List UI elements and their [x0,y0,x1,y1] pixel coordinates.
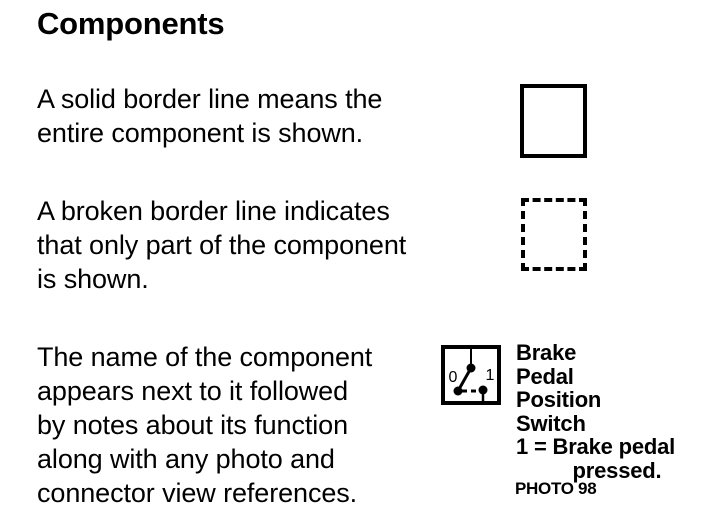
paragraph-line: by notes about its function [37,410,349,440]
paragraph-line: is shown. [37,264,149,294]
component-note-line: 1 = Brake pedal [516,434,676,459]
paragraph-line: that only part of the component [37,230,407,260]
paragraph-line: along with any photo and [37,444,335,474]
switch-schematic-svg: 0 1 [441,345,501,405]
paragraph-line: entire component is shown. [37,118,364,148]
paragraph-line: A broken border line indicates [37,196,390,226]
photo-reference: PHOTO 98 [515,479,597,498]
component-name-line: Brake [516,340,577,365]
paragraph-line: appears next to it followed [37,376,348,406]
switch-state-label-1: 1 [486,367,495,384]
paragraph-line: A solid border line means the [37,84,383,114]
page-title: Components [37,6,225,41]
paragraph-broken-border: A broken border line indicates that only… [37,194,477,296]
component-caption-block: Brake Pedal Position Switch 1 = Brake pe… [516,341,702,482]
switch-lower-node [453,386,463,396]
paragraph-line: connector view references. [37,478,358,508]
broken-border-box-sample [521,198,587,271]
component-name-line: Switch [516,410,586,436]
component-name-line: Position [516,387,602,412]
paragraph-component-name: The name of the component appears next t… [37,340,447,510]
component-name-line: Pedal [516,363,574,389]
paragraph-solid-border: A solid border line means the entire com… [37,82,467,150]
component-note-line: pressed. [572,457,662,483]
brake-pedal-switch-symbol: 0 1 [441,345,501,405]
switch-state-label-0: 0 [449,369,458,386]
solid-border-box-sample [520,84,587,158]
paragraph-line: The name of the component [37,342,373,372]
